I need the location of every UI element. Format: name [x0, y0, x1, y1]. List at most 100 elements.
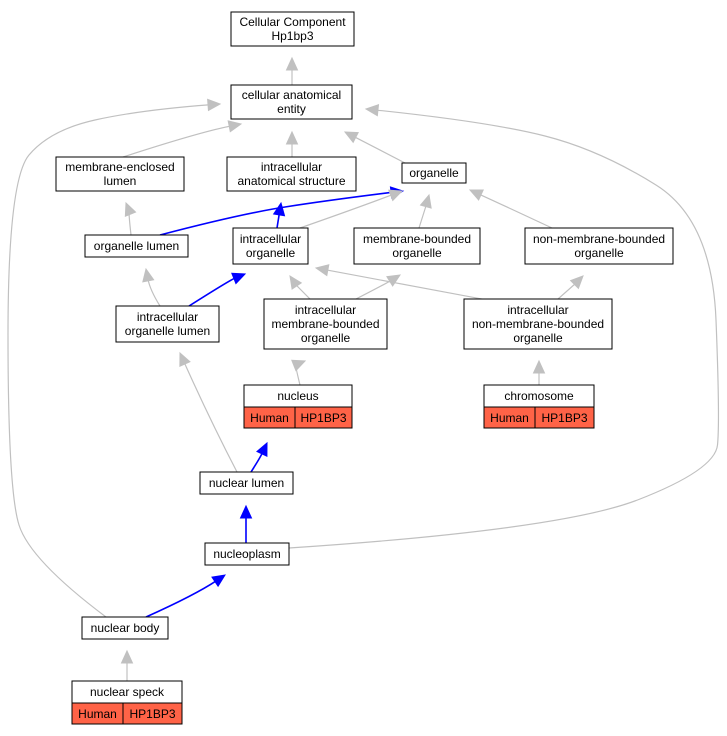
node-box	[353, 227, 481, 265]
node-label: organelle	[513, 331, 563, 345]
edge-nuclear_body-to-nucleoplasm	[145, 574, 226, 618]
edge-nucleoplasm-to-nuclear_lumen	[239, 504, 253, 543]
edge-line	[353, 136, 406, 164]
edge-line	[147, 278, 161, 307]
edge-cellular_anatomical_entity-to-cc_root	[285, 56, 299, 85]
node-box	[115, 305, 220, 343]
node-box	[230, 11, 355, 47]
edge-intracellular_organelle_lumen-to-intracellular_organelle	[188, 272, 247, 307]
node-nuclear-body[interactable]: nuclear body	[81, 616, 169, 640]
node-label: intracellular	[507, 303, 568, 317]
edge-line	[295, 283, 311, 300]
edge-chromosome-to-intracellular_non_membrane_bounded_organelle	[532, 359, 546, 385]
node-label: organelle	[246, 246, 296, 260]
edge-nucleus-to-intracellular_membrane_bounded_organelle	[291, 359, 307, 386]
node-label: non-membrane-bounded	[472, 317, 604, 331]
edge-intracellular_organelle-to-intracellular_anatomical_structure	[272, 201, 286, 229]
node-box	[401, 162, 467, 184]
arrowhead	[207, 98, 222, 112]
edge-intracellular_membrane_bounded_organelle-to-intracellular_organelle	[289, 275, 311, 300]
node-label: lumen	[104, 174, 137, 188]
node-box	[524, 227, 674, 265]
edge-line	[188, 276, 237, 307]
edge-intracellular_organelle-to-organelle	[299, 189, 404, 229]
node-box	[84, 234, 189, 258]
edge-line	[128, 211, 132, 236]
node-box	[263, 298, 388, 350]
node-organelle-lumen[interactable]: organelle lumen	[84, 234, 189, 258]
node-label: intracellular	[137, 310, 198, 324]
node-label: organelle	[574, 246, 624, 260]
arrowhead	[364, 104, 380, 117]
arrowhead	[285, 130, 299, 145]
edge-line	[557, 282, 577, 300]
arrowhead	[256, 441, 268, 457]
edge-nucleoplasm-to-cellular_anatomical_entity	[288, 104, 720, 549]
edge-line	[250, 451, 264, 473]
edge-intracellular_non_membrane_bounded_organelle-to-non_membrane_bounded_organelle	[557, 275, 584, 300]
node-box	[81, 616, 169, 640]
edge-intracellular_organelle_lumen-to-organelle_lumen	[142, 267, 161, 307]
gene-label: HP1BP3	[300, 411, 346, 425]
gene-cell	[294, 406, 353, 429]
edge-nuclear_lumen-to-intracellular_organelle_lumen	[179, 351, 238, 473]
node-label: Cellular Component	[239, 15, 346, 29]
gene-label: HP1BP3	[129, 707, 175, 721]
edge-nuclear_speck-to-nuclear_body	[120, 649, 134, 681]
node-label: membrane-bounded	[271, 317, 379, 331]
node-label: intracellular	[240, 232, 301, 246]
gene-cell	[534, 406, 595, 429]
node-nucleoplasm[interactable]: nucleoplasm	[204, 542, 290, 566]
node-label: intracellular	[295, 303, 356, 317]
arrowhead	[314, 264, 330, 277]
arrowhead	[211, 574, 226, 588]
node-label: nucleus	[277, 389, 318, 403]
species-label: Human	[250, 411, 289, 425]
edge-line	[288, 109, 720, 549]
node-box	[55, 156, 185, 192]
node-box	[463, 298, 613, 350]
edge-intracellular_membrane_bounded_organelle-to-membrane_bounded_organelle	[355, 274, 402, 300]
node-nuclear-lumen[interactable]: nuclear lumen	[199, 471, 294, 495]
edge-line	[418, 204, 427, 229]
edge-line	[122, 125, 232, 158]
node-label: chromosome	[504, 389, 574, 403]
arrowhead	[285, 56, 299, 71]
node-label: nuclear lumen	[209, 476, 284, 490]
node-label: nuclear body	[91, 621, 160, 635]
arrowhead	[569, 275, 584, 290]
node-intracellular-non-membrane-bounded-organelle[interactable]: intracellularnon-membrane-boundedorganel…	[463, 298, 613, 350]
node-label: membrane-enclosed	[65, 160, 174, 174]
arrowhead	[179, 351, 191, 367]
arrowhead	[532, 359, 546, 374]
node-box	[199, 471, 294, 495]
edge-line	[299, 193, 393, 229]
edge-line	[7, 104, 211, 618]
edge-intracellular_anatomical_structure-to-cellular_anatomical_entity	[285, 130, 299, 157]
node-label: nuclear speck	[90, 685, 165, 699]
node-label: intracellular	[261, 160, 322, 174]
edge-membrane_bounded_organelle-to-organelle	[418, 193, 432, 229]
edge-membrane_enclosed_lumen-to-cellular_anatomical_entity	[122, 120, 243, 158]
gene-cell	[122, 702, 183, 725]
arrowhead	[227, 120, 243, 133]
node-label: organelle	[301, 331, 351, 345]
node-box	[230, 84, 353, 120]
node-label: organelle lumen	[125, 324, 210, 338]
arrowhead	[239, 504, 253, 519]
node-organelle[interactable]: organelle	[401, 162, 467, 184]
